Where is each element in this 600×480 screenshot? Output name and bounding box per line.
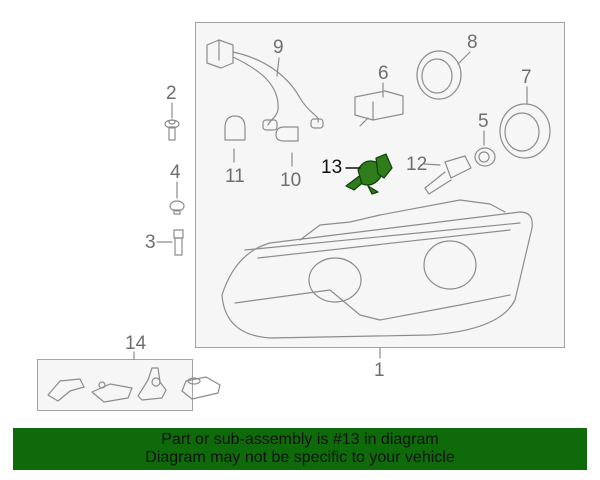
part-9-wiring-harness-icon: [206, 39, 324, 131]
part-notice-banner: Part or sub-assembly is #13 in diagram D…: [13, 428, 587, 470]
callout-12: 12: [406, 154, 428, 175]
callout-3: 3: [145, 232, 156, 253]
callout-6: 6: [378, 63, 389, 84]
main-assembly-frame: [195, 22, 565, 348]
callout-5: 5: [478, 111, 489, 132]
callout-10: 10: [280, 170, 302, 191]
part-1-headlamp-assembly-icon: [221, 199, 533, 339]
callout-1: 1: [374, 360, 385, 381]
callout-8: 8: [467, 32, 478, 53]
part-3-bolt-icon: [173, 229, 184, 256]
part-5-retainer-icon: [474, 147, 496, 167]
callout-9: 9: [273, 37, 284, 58]
callout-7: 7: [521, 67, 532, 88]
part-4-clip-icon: [169, 200, 185, 215]
part-2-screw-icon: [164, 119, 180, 141]
banner-line-disclaimer: Diagram may not be specific to your vehi…: [145, 449, 455, 466]
banner-line-part-number: Part or sub-assembly is #13 in diagram: [161, 431, 439, 448]
part-6-actuator-icon: [354, 90, 404, 127]
callout-4: 4: [170, 162, 181, 183]
part-10-bulb-icon: [275, 126, 299, 142]
part-7-cap-icon: [499, 103, 551, 159]
callout-2: 2: [166, 83, 177, 104]
callout-11: 11: [225, 166, 245, 187]
callout-13-highlighted: 13: [321, 157, 343, 178]
part-12-bulb-icon: [424, 155, 472, 195]
part-14-bracket-kit-icon: [47, 367, 221, 403]
callout-14: 14: [125, 333, 147, 354]
part-8-cap-icon: [416, 50, 462, 100]
part-13-highlighted-bulb-icon: [345, 153, 393, 195]
part-11-bulb-icon: [224, 115, 246, 141]
leader-lines: [133, 51, 528, 360]
